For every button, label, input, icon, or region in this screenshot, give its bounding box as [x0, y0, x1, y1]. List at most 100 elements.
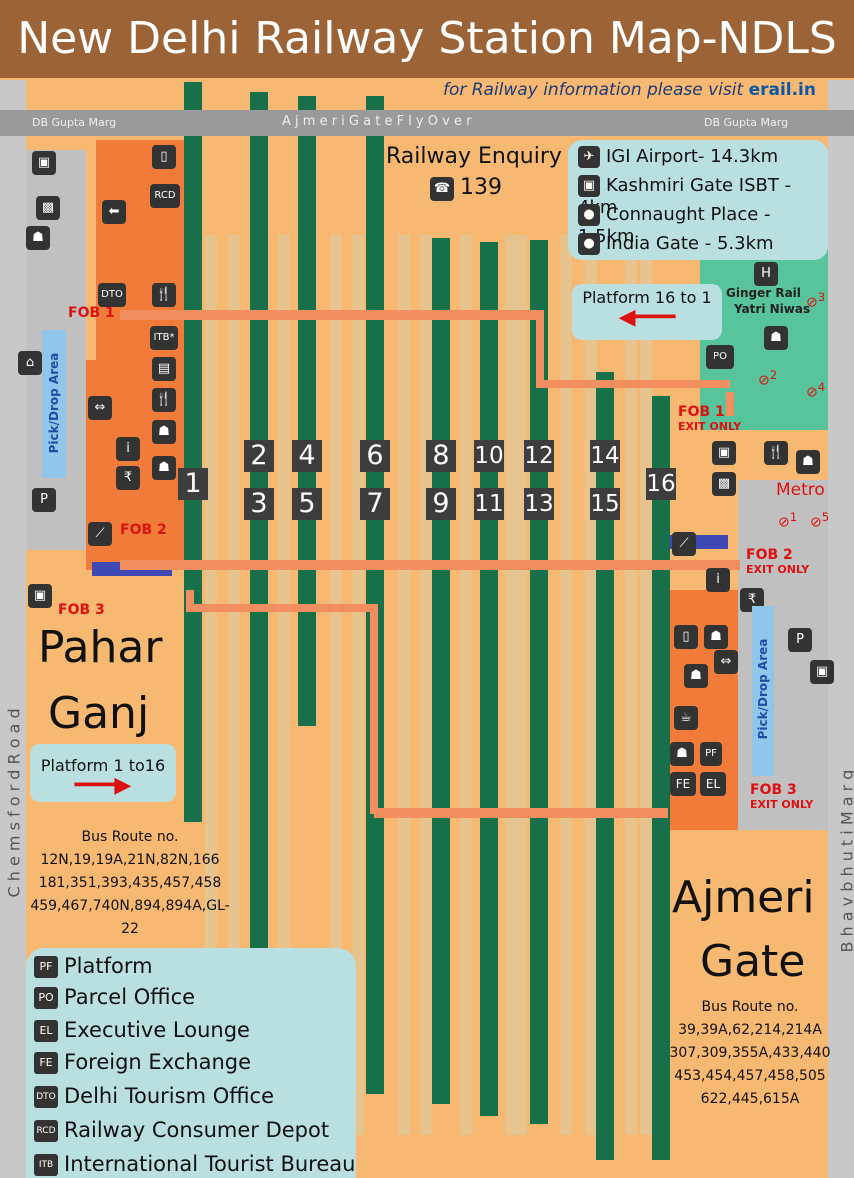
- fob3-left-label: FOB 3: [58, 602, 105, 618]
- legend-text: Executive Lounge: [64, 1018, 250, 1042]
- fob-bridge: [536, 380, 730, 388]
- legend-code: RCD: [34, 1120, 58, 1142]
- platform-number-5: 5: [292, 488, 322, 520]
- pahar-label: Pahar: [38, 622, 163, 673]
- dot-icon: ●: [578, 233, 600, 255]
- legend-text: Foreign Exchange: [64, 1050, 252, 1074]
- ganj-label: Ganj: [48, 688, 150, 739]
- coffee-icon: ☕: [674, 706, 698, 730]
- po-icon: PO: [706, 345, 734, 369]
- fob-bridge: [374, 808, 668, 818]
- platform-number-7: 7: [360, 488, 390, 520]
- platform-number-6: 6: [360, 440, 390, 472]
- track: [640, 235, 652, 1135]
- distance-india-gate: ● India Gate - 5.3km: [578, 233, 774, 255]
- fob-name: FOB 2: [746, 547, 793, 563]
- fob-bridge: [370, 604, 378, 814]
- fob1-left-label: FOB 1: [68, 305, 115, 321]
- fob-bridge: [120, 310, 540, 320]
- platform-number-3: 3: [244, 488, 274, 520]
- waiting-room-icon: ☗: [704, 625, 728, 649]
- platform-number-13: 13: [524, 488, 554, 520]
- el-icon: EL: [700, 772, 726, 796]
- metro-label: Metro: [776, 480, 825, 500]
- exit-only-note: EXIT ONLY: [750, 798, 814, 811]
- distance-airport: ✈IGI Airport- 14.3km: [578, 146, 778, 168]
- itb-icon: ITB*: [150, 326, 178, 350]
- fob-bridge: [536, 310, 544, 386]
- mobile-icon: ▯: [152, 145, 176, 169]
- arrow-right-icon: ━━━▶: [74, 773, 132, 798]
- food-icon: 🍴: [152, 388, 176, 412]
- toilets-icon: ☗: [670, 742, 694, 766]
- distance-text: India Gate - 5.3km: [606, 233, 774, 254]
- road-bhavbhuti: B h a v b h u t i M a r g: [838, 683, 854, 953]
- dot-icon: ●: [578, 204, 600, 226]
- temple-icon: ⌂: [18, 351, 42, 375]
- toilets-icon: ☗: [764, 326, 788, 350]
- pick-drop-left-label: Pick/Drop Area: [47, 352, 61, 454]
- tram-icon: ▣: [712, 441, 736, 465]
- track: [330, 235, 342, 1135]
- info-site-link[interactable]: erail.in: [748, 80, 816, 100]
- platform-number-14: 14: [590, 440, 620, 472]
- legend-text: International Tourist Bureau: [64, 1152, 356, 1176]
- legend-code: DTO: [34, 1086, 58, 1108]
- enquiry-number: 139: [460, 175, 502, 200]
- bus-route-line: 307,309,355A,433,440: [669, 1045, 831, 1061]
- platform-strip: [298, 96, 316, 726]
- rcd-icon: RCD: [150, 184, 180, 208]
- bus-stop-icon: ▣: [810, 660, 834, 684]
- bus-icon: ▣: [578, 175, 600, 197]
- metro-marker-1: ⊘1: [778, 510, 797, 531]
- transfer-arrows-icon: ⇔: [714, 650, 738, 674]
- legend-code: ITB: [34, 1154, 58, 1176]
- mobile-icon: ▯: [674, 625, 698, 649]
- exit-arrow-icon: ⬅: [102, 200, 126, 224]
- track: [228, 235, 240, 1135]
- exit-only-note: EXIT ONLY: [746, 563, 810, 576]
- bus-route-line: 622,445,615A: [700, 1091, 800, 1107]
- platform-number-2: 2: [244, 440, 274, 472]
- railway-enquiry-label: Railway Enquiry: [386, 144, 562, 169]
- distance-cp: ●Connaught Place - 1.5km: [578, 204, 828, 247]
- legend-item-itb: ITB International Tourist Bureau: [34, 1152, 355, 1176]
- platform-1-to-16-box: Platform 1 to16 ━━━▶: [30, 744, 176, 802]
- bus-stop-icon: ▣: [28, 584, 52, 608]
- platform-number-10: 10: [474, 440, 504, 472]
- metro-marker-3: ⊘3: [806, 290, 825, 311]
- yatri-niwas-label: Yatri Niwas: [734, 302, 811, 316]
- info-line: for Railway information please visit era…: [443, 80, 816, 100]
- ginger-rail-label: Ginger Rail: [726, 286, 801, 300]
- pick-drop-right: Pick/Drop Area: [752, 606, 774, 776]
- legend-code: PO: [34, 987, 58, 1009]
- legend-text: Platform: [64, 954, 153, 978]
- parking-icon: P: [788, 628, 812, 652]
- track: [205, 235, 217, 1135]
- transfer-arrows-icon: ⇔: [88, 396, 112, 420]
- platform-number-9: 9: [426, 488, 456, 520]
- rupee-icon: ₹: [116, 466, 140, 490]
- bus-route-title: Bus Route no.: [701, 999, 799, 1015]
- metro-icon: ⊘: [810, 514, 822, 531]
- metro-num: 5: [821, 510, 830, 524]
- distance-text: Connaught Place - 1.5km: [578, 204, 771, 247]
- platform-number-15: 15: [590, 488, 620, 520]
- platform-strip: [184, 82, 202, 822]
- fob-bridge: [726, 392, 734, 416]
- phone-icon: ☎: [430, 177, 454, 201]
- parking-icon: P: [32, 488, 56, 512]
- map-title: New Delhi Railway Station Map-NDLS: [0, 0, 854, 78]
- waiting-room-icon: ☗: [152, 420, 176, 444]
- ajmeri-label: Ajmeri: [672, 872, 815, 923]
- toilets-icon: ☗: [26, 226, 50, 250]
- taxi-icon: ▩: [712, 472, 736, 496]
- track: [585, 235, 597, 1135]
- bus-route-line: 181,351,393,435,457,458: [38, 875, 222, 891]
- platform-strip: [432, 238, 450, 1104]
- track: [515, 235, 527, 1135]
- platform-number-12: 12: [524, 440, 554, 472]
